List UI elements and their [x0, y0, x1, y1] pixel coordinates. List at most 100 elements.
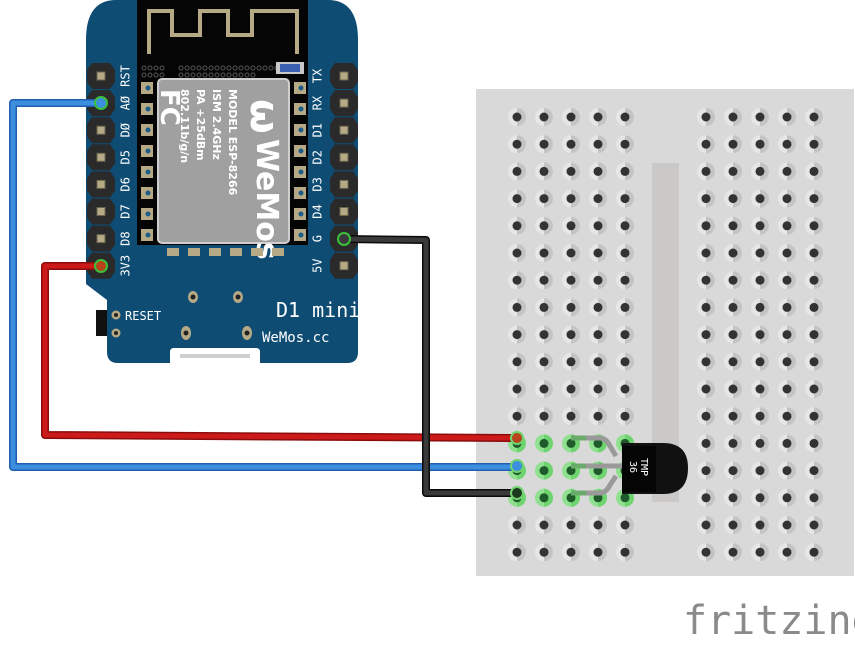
- breadboard-hole[interactable]: [782, 275, 792, 285]
- breadboard-hole[interactable]: [593, 166, 603, 176]
- breadboard-hole[interactable]: [809, 221, 819, 231]
- breadboard-hole[interactable]: [512, 112, 522, 122]
- breadboard-hole[interactable]: [755, 221, 765, 231]
- breadboard-hole[interactable]: [539, 466, 549, 476]
- breadboard-hole[interactable]: [620, 112, 630, 122]
- breadboard-hole[interactable]: [728, 330, 738, 340]
- breadboard-hole[interactable]: [593, 139, 603, 149]
- breadboard-hole[interactable]: [728, 112, 738, 122]
- breadboard-hole[interactable]: [782, 112, 792, 122]
- breadboard-hole[interactable]: [566, 112, 576, 122]
- breadboard-hole[interactable]: [539, 112, 549, 122]
- breadboard-hole[interactable]: [728, 411, 738, 421]
- header-pin[interactable]: [96, 179, 106, 189]
- breadboard-hole[interactable]: [755, 330, 765, 340]
- breadboard-hole[interactable]: [539, 194, 549, 204]
- breadboard-hole[interactable]: [755, 248, 765, 258]
- breadboard-hole[interactable]: [566, 330, 576, 340]
- breadboard-hole[interactable]: [809, 493, 819, 503]
- breadboard-hole[interactable]: [512, 139, 522, 149]
- breadboard-hole[interactable]: [755, 520, 765, 530]
- breadboard-hole[interactable]: [593, 194, 603, 204]
- wire-end-gnd[interactable]: [337, 232, 351, 246]
- breadboard-hole[interactable]: [593, 330, 603, 340]
- breadboard-hole[interactable]: [539, 330, 549, 340]
- breadboard-hole[interactable]: [755, 357, 765, 367]
- breadboard-hole[interactable]: [620, 166, 630, 176]
- header-pin[interactable]: [339, 179, 349, 189]
- breadboard-hole[interactable]: [512, 166, 522, 176]
- breadboard-hole[interactable]: [539, 493, 549, 503]
- breadboard-hole[interactable]: [809, 248, 819, 258]
- wire-end-3v3[interactable]: [94, 259, 108, 273]
- breadboard-hole[interactable]: [539, 411, 549, 421]
- breadboard-hole[interactable]: [755, 493, 765, 503]
- breadboard-hole[interactable]: [809, 139, 819, 149]
- breadboard-hole[interactable]: [809, 438, 819, 448]
- header-pin[interactable]: [96, 234, 106, 244]
- breadboard-hole[interactable]: [782, 466, 792, 476]
- breadboard-hole[interactable]: [782, 384, 792, 394]
- breadboard-hole[interactable]: [566, 275, 576, 285]
- breadboard-hole[interactable]: [755, 411, 765, 421]
- breadboard-hole[interactable]: [539, 302, 549, 312]
- breadboard-hole[interactable]: [782, 330, 792, 340]
- breadboard-hole[interactable]: [620, 520, 630, 530]
- header-pin[interactable]: [96, 152, 106, 162]
- breadboard-hole[interactable]: [593, 547, 603, 557]
- breadboard-hole[interactable]: [593, 302, 603, 312]
- breadboard-hole[interactable]: [755, 384, 765, 394]
- breadboard-hole[interactable]: [512, 275, 522, 285]
- breadboard-hole[interactable]: [755, 547, 765, 557]
- header-pin[interactable]: [339, 71, 349, 81]
- breadboard-hole[interactable]: [539, 221, 549, 231]
- breadboard-hole[interactable]: [809, 411, 819, 421]
- breadboard-hole[interactable]: [755, 166, 765, 176]
- breadboard-hole[interactable]: [728, 275, 738, 285]
- breadboard-hole[interactable]: [809, 547, 819, 557]
- breadboard-hole[interactable]: [809, 275, 819, 285]
- breadboard-hole[interactable]: [701, 520, 711, 530]
- breadboard-hole[interactable]: [782, 493, 792, 503]
- wire-end-breadboard-red[interactable]: [510, 431, 524, 445]
- breadboard-hole[interactable]: [539, 357, 549, 367]
- breadboard-hole[interactable]: [566, 547, 576, 557]
- breadboard-hole[interactable]: [755, 466, 765, 476]
- wire-end-breadboard-black[interactable]: [510, 486, 524, 500]
- breadboard-hole[interactable]: [809, 330, 819, 340]
- breadboard-hole[interactable]: [701, 493, 711, 503]
- breadboard-hole[interactable]: [620, 302, 630, 312]
- header-pin[interactable]: [339, 152, 349, 162]
- breadboard-hole[interactable]: [782, 139, 792, 149]
- breadboard-hole[interactable]: [701, 357, 711, 367]
- breadboard-hole[interactable]: [566, 357, 576, 367]
- breadboard-hole[interactable]: [593, 357, 603, 367]
- breadboard-hole[interactable]: [701, 302, 711, 312]
- red-wire[interactable]: [42, 263, 517, 441]
- header-pin[interactable]: [339, 261, 349, 271]
- breadboard-hole[interactable]: [728, 221, 738, 231]
- breadboard-hole[interactable]: [809, 520, 819, 530]
- breadboard-hole[interactable]: [728, 357, 738, 367]
- breadboard-hole[interactable]: [539, 248, 549, 258]
- breadboard-hole[interactable]: [755, 194, 765, 204]
- breadboard-hole[interactable]: [782, 520, 792, 530]
- blue-wire[interactable]: [10, 100, 516, 470]
- header-pin[interactable]: [96, 125, 106, 135]
- breadboard-hole[interactable]: [809, 166, 819, 176]
- breadboard-hole[interactable]: [728, 438, 738, 448]
- breadboard-hole[interactable]: [512, 357, 522, 367]
- breadboard-hole[interactable]: [728, 547, 738, 557]
- breadboard-hole[interactable]: [755, 112, 765, 122]
- black-wire[interactable]: [343, 236, 516, 496]
- breadboard-hole[interactable]: [782, 357, 792, 367]
- breadboard-hole[interactable]: [728, 493, 738, 503]
- breadboard-hole[interactable]: [809, 194, 819, 204]
- breadboard-hole[interactable]: [809, 384, 819, 394]
- breadboard-hole[interactable]: [539, 438, 549, 448]
- breadboard-hole[interactable]: [620, 330, 630, 340]
- breadboard-hole[interactable]: [701, 275, 711, 285]
- breadboard-hole[interactable]: [566, 493, 576, 503]
- breadboard-hole[interactable]: [701, 194, 711, 204]
- breadboard-hole[interactable]: [782, 438, 792, 448]
